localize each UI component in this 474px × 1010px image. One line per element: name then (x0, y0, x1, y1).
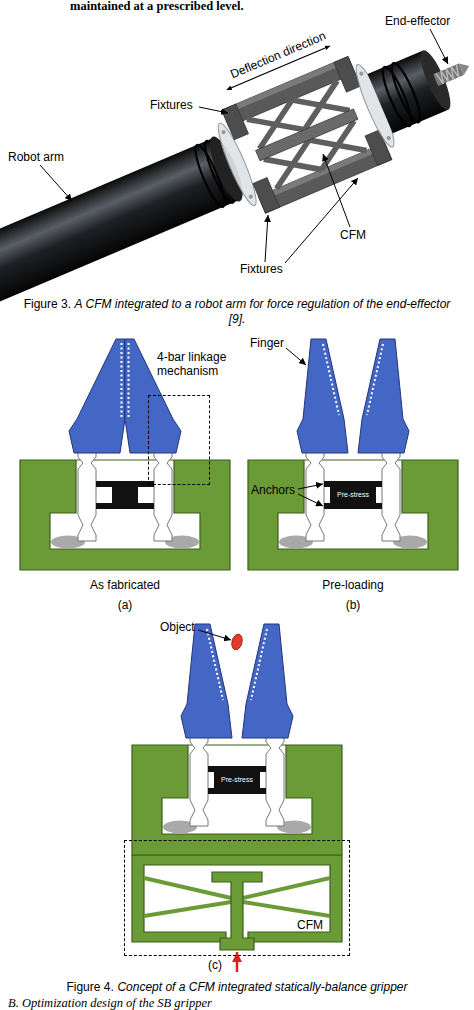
fixture-block (222, 104, 249, 140)
fixture-bar (258, 143, 391, 213)
body-text: maintained at a prescribed level. (70, 0, 244, 14)
part-label: Anchors (251, 483, 295, 497)
finger (181, 624, 232, 738)
leader-line (198, 630, 231, 640)
input-force-arrow (236, 952, 239, 972)
cfm-stage (256, 109, 358, 161)
object (230, 633, 244, 651)
ring (387, 60, 425, 125)
part-label: Robot arm (8, 150, 64, 164)
bit-tip (459, 60, 472, 75)
pre-stress-block: Pre-stress (330, 484, 376, 506)
pre-stress-block: Pre-stress (214, 769, 260, 791)
robot-arm-cylinder (0, 138, 239, 319)
cfm-region-box: CFM (124, 840, 350, 956)
section-heading: B. Optimization design of the SB gripper (8, 996, 212, 1010)
part-label: Fixtures (240, 262, 283, 276)
part-label: Object (160, 620, 195, 634)
finger (358, 339, 409, 453)
linkage-callout-box: 4-bar linkage mechanism (148, 395, 210, 485)
leader-line (286, 348, 306, 365)
leaders (198, 348, 323, 640)
caption-block: Figure 3. A CFM integrated to a robot arm… (14, 297, 460, 327)
screw (221, 129, 227, 135)
caption-block: Figure 4. Concept of a CFM integrated sta… (0, 980, 474, 995)
leader-line (265, 215, 268, 262)
part-label: Finger (250, 336, 284, 350)
cfm-beams (247, 81, 367, 189)
ring (378, 64, 416, 129)
part-label: CFM (340, 228, 366, 242)
cfm-shuttle (212, 872, 262, 950)
flexure-beam (243, 902, 330, 916)
bit-teeth (436, 64, 462, 84)
region-label: CFM (297, 918, 323, 932)
block-label: Pre-stress (221, 776, 253, 784)
finger (242, 624, 293, 738)
subfigure-label: (c) (175, 958, 255, 972)
callout-label: 4-bar linkage mechanism (157, 350, 245, 378)
end-effector-bit (433, 63, 464, 86)
block-label: Pre-stress (337, 491, 369, 499)
leader-line (323, 154, 350, 227)
figure-caption: Concept of a CFM integrated statically-b… (117, 980, 407, 994)
subfigure-label: (a) (45, 598, 205, 612)
gripper-with-cfm (132, 624, 342, 950)
leader-line (199, 107, 228, 113)
figure-caption: A CFM integrated to a robot arm for forc… (75, 297, 451, 326)
subfigure-label: (b) (273, 598, 433, 612)
fixture-block (253, 178, 280, 214)
gripper-base (248, 443, 458, 570)
gripper-base (20, 443, 230, 570)
anchor-block (112, 487, 138, 503)
leader-line (298, 494, 323, 506)
screw (248, 194, 254, 200)
leader-line (430, 29, 448, 64)
finger (69, 339, 125, 453)
robot-assembly (0, 0, 474, 340)
flexure-beam (144, 902, 231, 916)
screw (359, 71, 365, 77)
figure-number: Figure 3. (24, 297, 71, 311)
finger (297, 339, 348, 453)
leader-line (40, 165, 72, 201)
leader-line (298, 484, 323, 489)
leader-line (285, 178, 358, 263)
state-label: As fabricated (45, 578, 205, 592)
gripper-pre-loading (248, 339, 458, 570)
part-label: End-effector (385, 14, 450, 28)
part-label: Fixtures (150, 98, 193, 112)
figure-number: Figure 4. (66, 980, 113, 994)
screw (386, 135, 392, 141)
state-label: Pre-loading (273, 578, 433, 592)
gripper-base (132, 728, 342, 855)
